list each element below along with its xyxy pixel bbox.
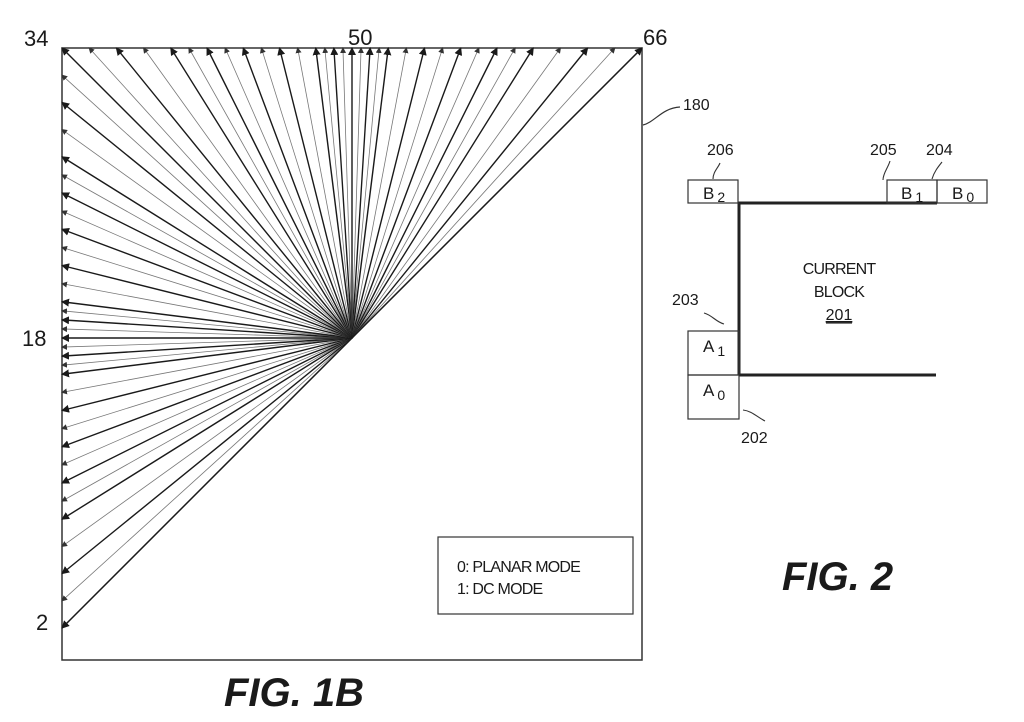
- mode-arrow-46: [312, 47, 353, 339]
- mode-arrow-57: [351, 47, 444, 339]
- caption-fig-2: FIG. 2: [782, 555, 893, 599]
- mode-arrow-14: [61, 337, 353, 378]
- ref-202: 202: [741, 430, 768, 447]
- mode-arrow-53: [351, 47, 382, 339]
- diagonal-line: [61, 47, 643, 629]
- mode-arrow-22: [61, 298, 353, 339]
- mode-arrow-19: [61, 326, 353, 339]
- current-block-ref: 201: [826, 307, 853, 324]
- mode-arrow-35: [88, 47, 353, 339]
- svg-text:B2: B2: [703, 184, 725, 205]
- mode-arrow-60: [351, 47, 498, 339]
- angular-mode-arrows: [61, 47, 643, 629]
- mode-arrow-62: [351, 47, 534, 339]
- mode-arrow-48: [330, 47, 353, 339]
- mode-arrow-4: [61, 337, 353, 575]
- mode-arrow-34: [61, 47, 353, 339]
- mode-arrow-29: [61, 174, 353, 339]
- legend-box: 0: PLANAR MODE 1: DC MODE: [437, 536, 634, 615]
- current-block-line1: CURRENT: [803, 261, 877, 278]
- mode-arrow-54: [351, 47, 392, 339]
- mode-arrow-44: [277, 47, 353, 339]
- mode-arrow-59: [351, 47, 480, 339]
- ref-206: 206: [707, 142, 734, 159]
- legend-planar: 0: PLANAR MODE: [457, 559, 580, 576]
- mode-arrow-37: [142, 47, 353, 339]
- legend-dc: 1: DC MODE: [457, 581, 542, 598]
- mode-arrow-25: [61, 246, 353, 339]
- mode-arrow-13: [61, 337, 353, 395]
- mode-arrow-10: [61, 337, 353, 449]
- mode-arrow-38: [170, 47, 353, 339]
- leader-180: [642, 106, 681, 126]
- mode-arrow-55: [351, 47, 409, 339]
- mode-arrow-51: [351, 47, 364, 339]
- mode-arrow-40: [206, 47, 353, 339]
- mode-arrow-7: [61, 337, 353, 502]
- mode-arrow-6: [61, 337, 353, 520]
- mode-arrow-30: [61, 156, 353, 339]
- mode-arrow-52: [351, 47, 374, 339]
- svg-text:A0: A0: [703, 381, 725, 403]
- svg-text:B0: B0: [952, 184, 974, 205]
- svg-text:A1: A1: [703, 337, 725, 359]
- ref-204: 204: [926, 142, 953, 159]
- mode-arrow-61: [351, 47, 516, 339]
- mode-arrow-36: [115, 47, 353, 339]
- mode-arrow-32: [61, 101, 353, 339]
- mode-arrow-45: [295, 47, 353, 339]
- mode-arrow-65: [351, 47, 616, 339]
- svg-text:B1: B1: [901, 184, 923, 205]
- mode-arrow-26: [61, 227, 353, 339]
- label-mode-18: 18: [22, 326, 46, 351]
- mode-arrow-3: [61, 337, 353, 602]
- label-mode-50: 50: [348, 25, 372, 50]
- mode-arrow-63: [351, 47, 562, 339]
- caption-fig-1b: FIG. 1B: [224, 671, 364, 715]
- mode-arrow-15: [61, 337, 353, 368]
- mode-arrow-42: [241, 47, 353, 339]
- mode-arrow-24: [61, 263, 353, 339]
- mode-arrow-49: [340, 47, 353, 339]
- mode-arrow-39: [188, 47, 353, 339]
- mode-arrow-20: [61, 316, 353, 339]
- mode-arrow-31: [61, 128, 353, 339]
- mode-arrow-41: [224, 47, 353, 339]
- mode-arrow-56: [351, 47, 427, 339]
- mode-arrow-8: [61, 337, 353, 484]
- mode-arrow-17: [61, 337, 353, 350]
- mode-arrow-27: [61, 210, 353, 339]
- mode-arrow-47: [322, 47, 353, 339]
- mode-arrow-9: [61, 337, 353, 466]
- ref-205: 205: [870, 142, 897, 159]
- label-mode-34: 34: [24, 26, 48, 51]
- mode-arrow-64: [351, 47, 589, 339]
- mode-arrow-5: [61, 337, 353, 548]
- label-mode-66: 66: [643, 25, 667, 50]
- mode-arrow-58: [351, 47, 463, 339]
- label-mode-2: 2: [36, 610, 48, 635]
- current-block-line2: BLOCK: [814, 284, 865, 301]
- ref-180: 180: [683, 97, 710, 114]
- mode-arrow-16: [61, 337, 353, 360]
- mode-arrow-12: [61, 337, 353, 413]
- mode-arrow-28: [61, 192, 353, 339]
- mode-arrow-33: [61, 74, 353, 339]
- mode-arrow-43: [260, 47, 353, 339]
- mode-arrow-23: [61, 281, 353, 339]
- fig-1b: 34 50 66 18 2 180 0: PLANAR MODE 1: DC M…: [22, 25, 710, 715]
- mode-arrow-11: [61, 337, 353, 430]
- mode-arrow-21: [61, 308, 353, 339]
- ref-203: 203: [672, 292, 699, 309]
